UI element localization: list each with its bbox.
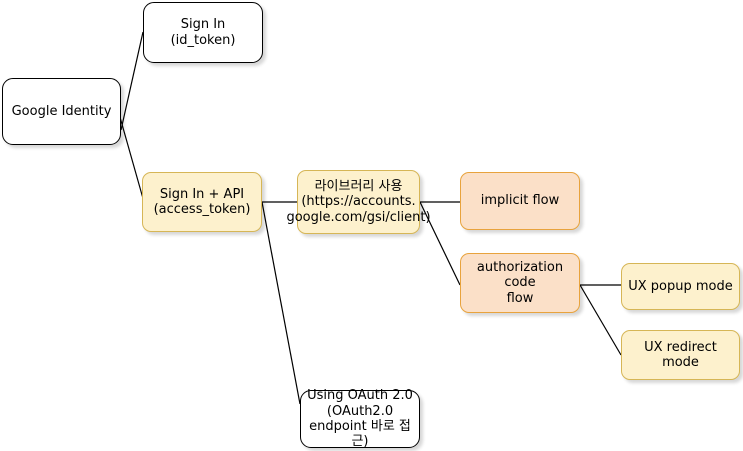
edge-identity-to-signin <box>120 31 144 131</box>
node-sign-in-plus-api[interactable]: Sign In + API (access_token) <box>142 172 262 232</box>
node-ux-popup-mode[interactable]: UX popup mode <box>621 263 740 310</box>
node-library-usage[interactable]: 라이브러리 사용 (https://accounts. google.com/g… <box>286 170 431 234</box>
node-label-sign-in-plus-api: Sign In + API (access_token) <box>153 186 251 217</box>
node-label-authorization-code-flow: authorization code flow <box>476 260 564 306</box>
node-label-google-identity: Google Identity <box>11 103 112 119</box>
node-authorization-code-flow[interactable]: authorization code flow <box>460 253 580 313</box>
node-google-identity[interactable]: Google Identity <box>2 78 121 145</box>
edge-authcode-to-redirect <box>579 284 622 356</box>
node-ux-redirect-mode[interactable]: UX redirect mode <box>621 330 740 380</box>
edge-signin-api-to-oauth <box>261 201 301 405</box>
node-label-ux-popup-mode: UX popup mode <box>628 278 733 294</box>
node-implicit-flow[interactable]: implicit flow <box>460 172 580 230</box>
node-sign-in-id-token[interactable]: Sign In (id_token) <box>143 2 263 63</box>
node-label-using-oauth: Using OAuth 2.0 (OAuth2.0 endpoint 바로 접근… <box>307 388 413 450</box>
node-label-sign-in-id-token: Sign In (id_token) <box>170 17 236 48</box>
node-label-ux-redirect-mode: UX redirect mode <box>644 339 717 370</box>
node-label-library-usage: 라이브러리 사용 (https://accounts. google.com/g… <box>286 179 431 225</box>
node-using-oauth[interactable]: Using OAuth 2.0 (OAuth2.0 endpoint 바로 접근… <box>300 388 420 450</box>
node-label-implicit-flow: implicit flow <box>480 193 560 209</box>
